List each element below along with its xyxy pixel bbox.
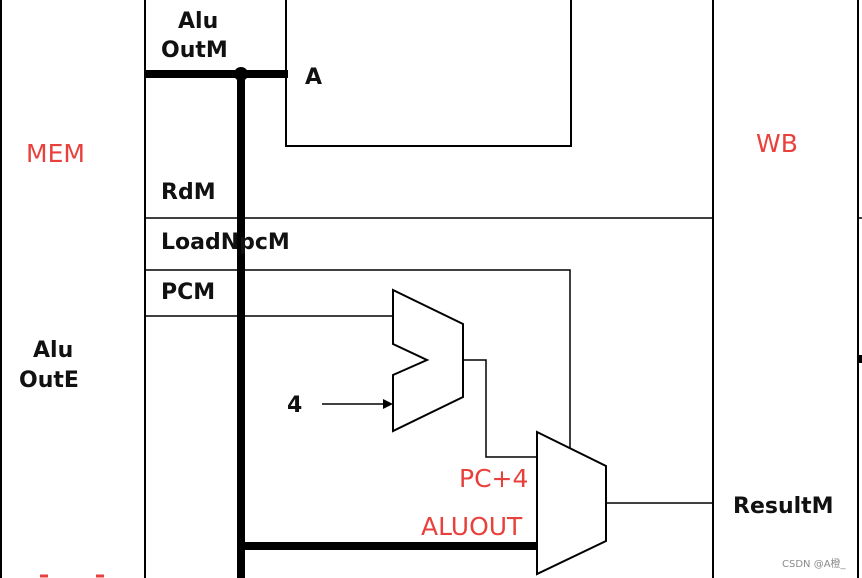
wb-stage-label: WB [756, 129, 798, 158]
aluoute-label-line2: OutE [19, 368, 79, 393]
mem-stage-label: MEM [26, 139, 85, 168]
constant-four-label: 4 [287, 393, 302, 418]
loadnpcm-wire [145, 269, 571, 449]
pc-plus-4-annotation: PC+4 [459, 464, 528, 493]
memory-port-a-label: A [305, 65, 322, 90]
aluoutm-label-line2: OutM [161, 38, 228, 63]
pcm-label: PCM [161, 280, 215, 305]
adder-to-mux-wire [463, 359, 537, 458]
rdm-label: RdM [161, 180, 216, 205]
loadnpcm-label: LoadNpcM [161, 230, 290, 255]
pc-adder [392, 288, 464, 433]
aluoutm-label-line1: Alu [178, 9, 218, 34]
wb-stage-register [712, 0, 859, 578]
watermark: CSDN @A橙_ [782, 557, 847, 570]
result-mux [536, 430, 607, 576]
aluoute-label-line1: Alu [33, 338, 73, 363]
arrow-head-icon [383, 399, 393, 409]
resultm-label: ResultM [733, 494, 834, 519]
bus-junction-dot [234, 67, 248, 81]
aluout-annotation: ALUOUT [421, 512, 523, 541]
edge-tick-mid [857, 355, 862, 363]
data-memory-block [285, 0, 572, 147]
mem-stage-register [0, 0, 146, 578]
